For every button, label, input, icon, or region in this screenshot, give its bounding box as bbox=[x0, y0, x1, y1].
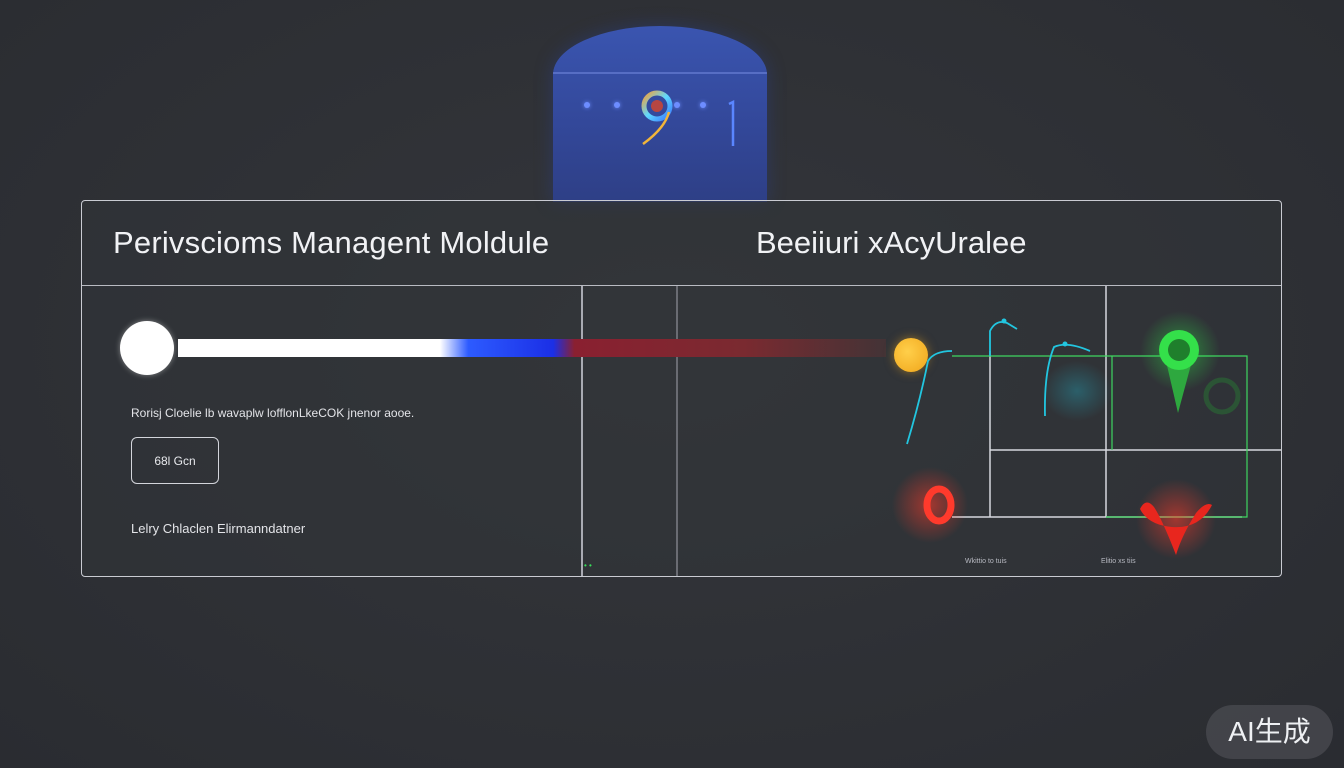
heart-glow bbox=[1136, 479, 1216, 559]
action-button[interactable]: 68l Gcn bbox=[131, 437, 219, 484]
slider-end-dot[interactable] bbox=[894, 338, 928, 372]
caption-left: Wkittio to tuis bbox=[965, 558, 1007, 565]
ring-icon[interactable] bbox=[923, 485, 955, 525]
permission-slider-handle[interactable] bbox=[120, 321, 174, 375]
panel-subtitle: Beeiiuri xAcyUralee bbox=[756, 225, 1027, 260]
footer-label: Lelry Chlaclen Elirmanndatner bbox=[131, 521, 306, 536]
heart-shape-icon[interactable] bbox=[1140, 502, 1212, 555]
cyan-glow bbox=[1042, 361, 1112, 421]
permissions-panel: Perivscioms Managent Moldule Beeiiuri xA… bbox=[81, 200, 1282, 577]
description-text: Rorisj Cloelie lb wavaplw lofflonLkeCOK … bbox=[131, 406, 415, 420]
panel-header: Perivscioms Managent Moldule Beeiiuri xA… bbox=[82, 201, 1281, 286]
grid-lines bbox=[952, 286, 1281, 518]
cyan-curves bbox=[906, 321, 1091, 445]
ai-generated-badge: AI生成 bbox=[1206, 705, 1333, 759]
permission-slider-track[interactable] bbox=[178, 339, 886, 357]
location-pin-icon[interactable] bbox=[1159, 330, 1199, 413]
column-divider bbox=[676, 286, 678, 576]
tab-dot bbox=[614, 102, 620, 108]
status-indicator: • • bbox=[584, 561, 592, 570]
column-divider bbox=[581, 286, 583, 576]
flow-diagram bbox=[892, 286, 1281, 559]
ring-logo-icon bbox=[641, 90, 673, 146]
top-tab-rim bbox=[553, 72, 767, 74]
tab-stroke-mark bbox=[728, 100, 735, 146]
faint-ring bbox=[1203, 377, 1241, 415]
tab-dot bbox=[674, 102, 680, 108]
cyan-node bbox=[1062, 341, 1068, 347]
tab-dot bbox=[584, 102, 590, 108]
tab-dot bbox=[700, 102, 706, 108]
caption-right: Elitio xs tiis bbox=[1101, 558, 1136, 565]
cyan-node bbox=[1001, 318, 1007, 324]
top-tab[interactable] bbox=[553, 26, 767, 202]
panel-title: Perivscioms Managent Moldule bbox=[113, 225, 550, 260]
